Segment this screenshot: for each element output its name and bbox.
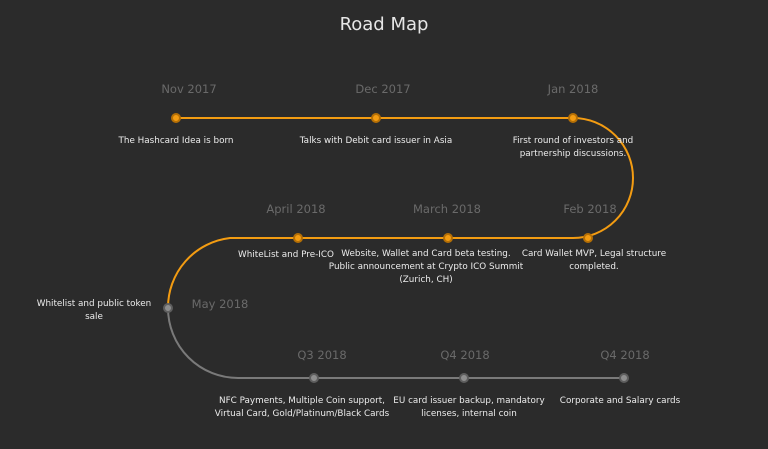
milestone-description: EU card issuer backup, mandatory license… [393,396,545,419]
milestone-description: First round of investors and partnership… [512,136,634,159]
milestone-date: March 2018 [413,202,481,216]
milestone-dot [619,373,629,383]
milestone-dot [583,233,593,243]
milestone-date: Jan 2018 [547,82,599,96]
milestone-description: NFC Payments, Multiple Coin support, Vir… [214,396,390,419]
track-completed [166,117,634,309]
milestone-description: The Hashcard Idea is born [118,136,234,146]
milestone-description: Website, Wallet and Card beta testing. P… [328,249,524,285]
milestone-description: Card Wallet MVP, Legal structure complet… [521,249,667,272]
milestone-date: April 2018 [266,202,326,216]
milestone-dot [293,233,303,243]
milestone-date: Q4 2018 [600,348,650,362]
milestone-dot [459,373,469,383]
milestone-description: Talks with Debit card issuer in Asia [299,136,453,146]
milestone-date: Dec 2017 [355,82,411,96]
milestone-date: Q4 2018 [440,348,490,362]
milestone-dot [568,113,578,123]
milestone-dot [171,113,181,123]
page-title: Road Map [339,14,429,35]
milestone-dot [371,113,381,123]
milestone-dot [443,233,453,243]
milestone-date: Nov 2017 [161,82,217,96]
track-upcoming [167,307,624,379]
milestone-dot [309,373,319,383]
milestone-description: Whitelist and public token sale [36,299,152,322]
milestone-date: Q3 2018 [297,348,347,362]
milestone-description: Corporate and Salary cards [559,396,681,406]
milestone-dot [163,303,173,313]
milestone-date: May 2018 [191,297,249,311]
milestone-description: WhiteList and Pre-ICO [238,250,334,260]
milestone-date: Feb 2018 [563,202,617,216]
